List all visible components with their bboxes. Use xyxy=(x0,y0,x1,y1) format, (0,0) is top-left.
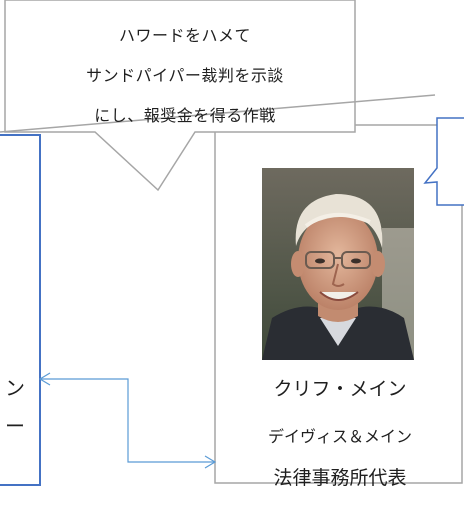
arrowhead-right xyxy=(204,455,217,469)
bubble-line-3: にし、報奨金を得る作戦 xyxy=(94,106,276,125)
right-callout-shape xyxy=(423,117,464,206)
person-name: クリフ・メイン xyxy=(273,378,407,400)
speech-bubble-shape xyxy=(4,0,356,192)
bubble-connector-line xyxy=(0,94,436,133)
left-box-text-fragment-1: ン xyxy=(5,376,25,400)
bubble-line-2: サンドパイパー裁判を示談 xyxy=(86,66,284,85)
arrowhead-left xyxy=(38,372,51,386)
portrait-photo-icon xyxy=(262,168,414,360)
person-firm: デイヴィス＆メイン xyxy=(267,427,412,446)
elbow-connector xyxy=(40,378,215,463)
left-box-text-fragment-2: ー xyxy=(5,414,25,438)
person-title: 法律事務所代表 xyxy=(273,467,407,489)
bubble-line-1: ハワードをハメて xyxy=(118,26,251,45)
left-box xyxy=(0,134,41,486)
